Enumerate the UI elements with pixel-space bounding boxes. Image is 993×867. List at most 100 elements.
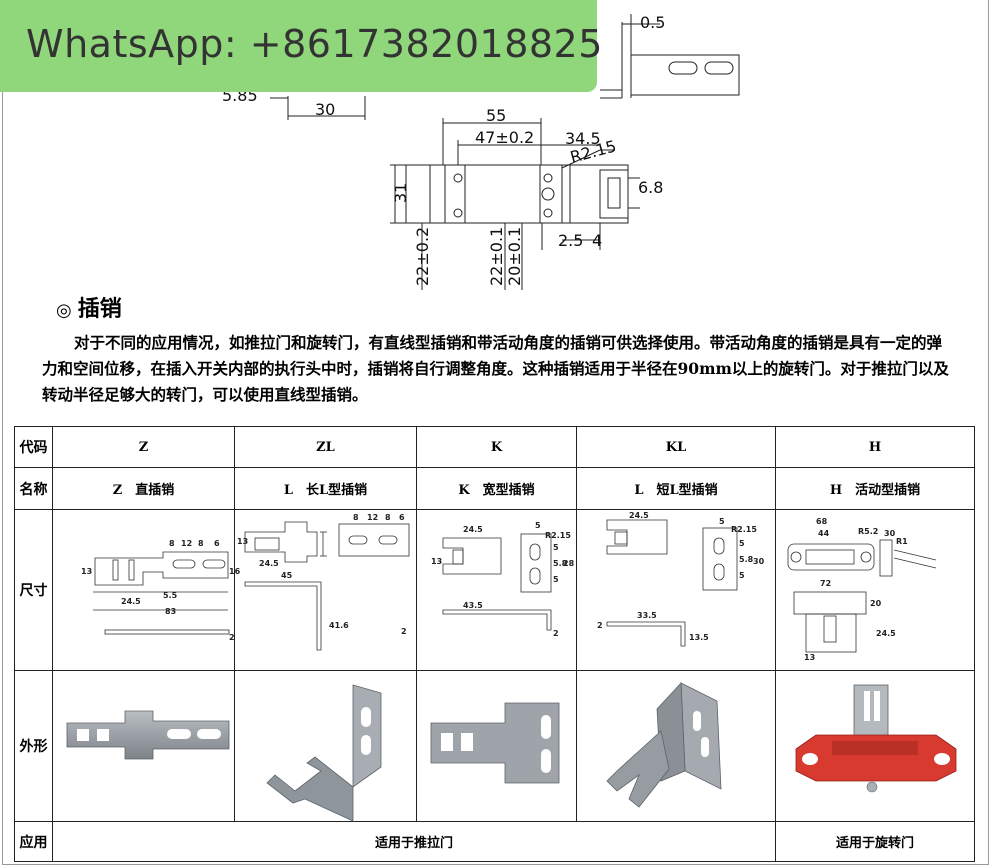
svg-text:13: 13: [81, 567, 92, 576]
svg-text:55: 55: [486, 106, 506, 125]
svg-text:0.5: 0.5: [640, 13, 665, 32]
svg-text:2: 2: [401, 627, 407, 636]
name-zl: L 长L型插销: [234, 467, 417, 510]
whatsapp-watermark-banner: WhatsApp: +8617382018825: [0, 0, 602, 92]
svg-text:13: 13: [237, 537, 248, 546]
svg-text:6.8: 6.8: [638, 178, 663, 197]
section-title: ◎插销: [56, 291, 122, 323]
description-text: 对于不同的应用情况，如推拉门和旋转门，有直线型插销和带活动角度的插销可供选择使用…: [42, 333, 949, 404]
section-bullet-icon: ◎: [56, 300, 72, 321]
svg-text:20: 20: [870, 599, 882, 608]
svg-text:22±0.2: 22±0.2: [413, 227, 432, 286]
svg-text:24.5: 24.5: [629, 511, 649, 520]
photo-zl: [234, 670, 417, 822]
svg-text:8: 8: [169, 539, 175, 548]
photo-z: [52, 670, 235, 822]
photo-k: [416, 670, 577, 822]
code-kl: KL: [576, 426, 776, 468]
row-label-name: 名称: [14, 467, 53, 510]
svg-text:20±0.1: 20±0.1: [505, 227, 524, 286]
svg-text:83: 83: [165, 607, 176, 616]
row-label-shape: 外形: [14, 670, 53, 822]
svg-text:5.5: 5.5: [163, 591, 178, 600]
svg-text:28: 28: [563, 559, 575, 568]
svg-text:13: 13: [804, 653, 815, 662]
svg-text:72: 72: [820, 579, 831, 588]
svg-text:6: 6: [399, 513, 405, 522]
pin-z-image: [66, 710, 230, 760]
description-paragraph: 对于不同的应用情况，如推拉门和旋转门，有直线型插销和带活动角度的插销可供选择使用…: [42, 330, 952, 408]
use-rotating-door: 适用于旋转门: [775, 821, 975, 862]
svg-text:6: 6: [214, 539, 220, 548]
svg-text:4: 4: [592, 231, 602, 250]
name-h: H 活动型插销: [775, 467, 975, 510]
svg-text:44: 44: [818, 529, 830, 538]
svg-text:5: 5: [535, 521, 541, 530]
svg-text:R1: R1: [896, 537, 908, 546]
svg-text:24.5: 24.5: [121, 597, 141, 606]
svg-text:24.5: 24.5: [259, 559, 279, 568]
svg-text:8: 8: [353, 513, 359, 522]
use-sliding-door: 适用于推拉门: [52, 821, 776, 862]
svg-text:31: 31: [391, 183, 410, 203]
svg-text:5.8: 5.8: [553, 559, 568, 568]
svg-text:30: 30: [315, 100, 335, 119]
name-z: Z 直插销: [52, 467, 235, 510]
photo-h: [775, 670, 975, 822]
code-k: K: [416, 426, 577, 468]
pin-spec-table: 代码 Z ZL K KL H 名称 Z 直插销 L 长L型插销 K 宽型插销 L…: [14, 426, 975, 862]
code-z: Z: [52, 426, 235, 468]
svg-text:12: 12: [181, 539, 192, 548]
table-row-code: 代码 Z ZL K KL H: [14, 426, 975, 468]
row-label-code: 代码: [14, 426, 53, 468]
svg-text:2: 2: [597, 621, 603, 630]
svg-text:13: 13: [431, 557, 442, 566]
pin-zl-image: [266, 684, 382, 822]
top-technical-drawing: 0.5 5.85 30 55 47±0.2 34.5 R2.15 31 6.8 …: [222, 13, 740, 290]
svg-text:12: 12: [367, 513, 378, 522]
svg-text:41.6: 41.6: [329, 621, 349, 630]
svg-text:33.5: 33.5: [637, 611, 657, 620]
table-row-use: 应用 适用于推拉门 适用于旋转门: [14, 821, 975, 862]
svg-text:43.5: 43.5: [463, 601, 483, 610]
svg-text:24.5: 24.5: [876, 629, 896, 638]
svg-text:30: 30: [884, 529, 896, 538]
svg-text:34.5: 34.5: [565, 129, 601, 148]
pin-kl-image: [606, 682, 722, 808]
svg-text:5: 5: [719, 517, 725, 526]
table-row-name: 名称 Z 直插销 L 长L型插销 K 宽型插销 L 短L型插销 H 活动型插销: [14, 467, 975, 510]
svg-text:R2.15: R2.15: [731, 525, 757, 534]
svg-text:8: 8: [198, 539, 204, 548]
name-kl: L 短L型插销: [576, 467, 776, 510]
svg-text:5.8: 5.8: [739, 555, 754, 564]
drawing-kl-labels: 24.5 5 R2.15 5 5.8 5 30 33.5 2 13.5: [597, 511, 765, 642]
pin-h-image: [795, 684, 957, 793]
svg-text:68: 68: [816, 517, 828, 526]
svg-text:2: 2: [229, 633, 235, 642]
code-h: H: [775, 426, 975, 468]
svg-text:8: 8: [385, 513, 391, 522]
code-zl: ZL: [234, 426, 417, 468]
svg-text:30: 30: [753, 557, 765, 566]
svg-text:5: 5: [739, 571, 745, 580]
name-k: K 宽型插销: [416, 467, 577, 510]
svg-text:24.5: 24.5: [463, 525, 483, 534]
svg-text:5: 5: [739, 539, 745, 548]
row-label-use: 应用: [14, 821, 53, 862]
svg-text:13.5: 13.5: [689, 633, 709, 642]
row-label-size: 尺寸: [14, 509, 53, 671]
table-row-shape: 外形: [14, 670, 975, 822]
pin-k-image: [430, 702, 560, 784]
whatsapp-contact-text: WhatsApp: +8617382018825: [26, 22, 603, 66]
